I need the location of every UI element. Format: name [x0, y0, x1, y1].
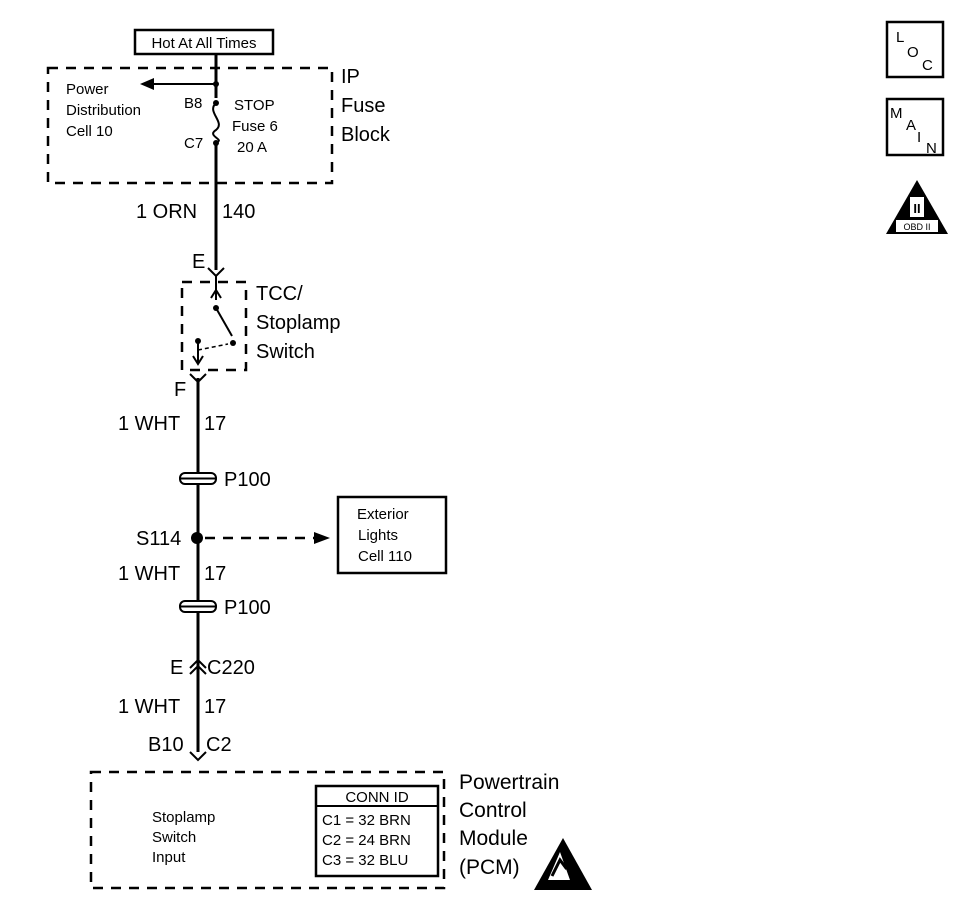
svg-text:L: L — [896, 29, 904, 46]
exterior-lights-label: Cell 110 — [358, 548, 412, 565]
c220-pin-label: E — [170, 657, 183, 679]
arrow-right-icon — [314, 532, 330, 544]
fuse-block-name: Fuse — [341, 95, 385, 117]
conn-id-row: C3 = 32 BLU — [322, 852, 408, 869]
svg-text:A: A — [906, 117, 916, 134]
wire-circuit-label: 17 — [204, 696, 226, 718]
wire-circuit-label: 17 — [204, 413, 226, 435]
wire-gauge-label: 1 WHT — [118, 563, 180, 585]
esd-warning-icon — [534, 838, 592, 890]
svg-text:N: N — [926, 140, 937, 157]
conn-id-title: CONN ID — [345, 789, 409, 806]
connector-male-icon — [189, 751, 207, 762]
pcm-name: (PCM) — [459, 856, 520, 879]
inline-connector-p100-bottom: P100 — [179, 597, 271, 619]
svg-text:II: II — [913, 201, 920, 216]
pcm-input-label: Input — [152, 849, 186, 866]
power-dist-label: Power — [66, 81, 109, 98]
conn-id-row: C1 = 32 BRN — [322, 812, 411, 829]
pin-b8-label: B8 — [184, 95, 202, 112]
p100-label: P100 — [224, 469, 271, 491]
switch-linkage — [197, 343, 229, 351]
wire-circuit-label: 140 — [222, 201, 255, 223]
pcm-name: Module — [459, 827, 528, 850]
tcc-stoplamp-switch: E F TCC/ Stoplamp Switch — [174, 251, 341, 401]
switch-name: Switch — [256, 341, 315, 363]
svg-text:M: M — [890, 105, 903, 122]
splice-dot-icon — [191, 532, 203, 544]
power-dist-label: Cell 10 — [66, 123, 113, 140]
switch-outline — [180, 280, 248, 372]
fuse-label: STOP — [234, 97, 275, 114]
pcm-name: Control — [459, 799, 527, 822]
hot-at-all-times-label: Hot At All Times — [133, 28, 275, 56]
main-icon: M A I N — [885, 97, 945, 157]
switch-pin-f-label: F — [174, 379, 186, 401]
conn-id-row: C2 = 24 BRN — [322, 832, 411, 849]
fuse-icon — [212, 102, 220, 143]
splice-s114: S114 — [136, 528, 330, 550]
pin-c7-label: C7 — [184, 135, 203, 152]
p100-label: P100 — [224, 597, 271, 619]
wire-gauge-label: 1 WHT — [118, 413, 180, 435]
obd-ii-icon: II OBD II — [886, 180, 948, 234]
arrow-up-icon — [210, 288, 222, 299]
pcm-pin-b10-c2: B10 C2 — [148, 734, 232, 762]
ip-fuse-block: Power Distribution Cell 10 B8 C7 STOP Fu… — [46, 66, 391, 185]
c220-name-label: C220 — [207, 657, 255, 679]
hot-label-text: Hot At All Times — [151, 35, 256, 52]
fuse-block-name: Block — [341, 124, 391, 146]
switch-name: Stoplamp — [256, 312, 341, 334]
inline-connector-p100-top: P100 — [179, 469, 271, 491]
wire-gauge-label: 1 ORN — [136, 201, 197, 223]
switch-name: TCC/ — [256, 283, 303, 305]
connector-female-icon — [189, 664, 207, 675]
splice-label: S114 — [136, 528, 181, 550]
fuse-label: Fuse 6 — [232, 118, 278, 135]
pcm-name: Powertrain — [459, 771, 559, 794]
fuse-block-name: IP — [341, 66, 360, 88]
powertrain-control-module: Stoplamp Switch Input CONN ID C1 = 32 BR… — [89, 770, 592, 890]
arrow-left-icon — [140, 78, 154, 90]
svg-text:OBD II: OBD II — [903, 222, 930, 232]
fuse-rating-label: 20 A — [237, 139, 267, 156]
conn-id-table: CONN ID C1 = 32 BRN C2 = 24 BRN C3 = 32 … — [314, 784, 440, 878]
wire-circuit-label: 17 — [204, 563, 226, 585]
exterior-lights-label: Exterior — [357, 506, 409, 523]
svg-text:I: I — [917, 129, 921, 146]
pcm-input-label: Switch — [152, 829, 196, 846]
switch-blade-icon — [215, 307, 233, 337]
switch-pin-e-label: E — [192, 251, 205, 273]
exterior-lights-label: Lights — [358, 527, 398, 544]
connector-c220: E C220 — [170, 657, 255, 679]
pcm-input-label: Stoplamp — [152, 809, 215, 826]
exterior-lights-cell: Exterior Lights Cell 110 — [336, 495, 448, 575]
connector-female-icon — [189, 658, 207, 669]
arrow-down-icon — [192, 355, 204, 366]
wire-gauge-label: 1 WHT — [118, 696, 180, 718]
fuse-block-outline — [46, 66, 334, 185]
power-dist-label: Distribution — [66, 102, 141, 119]
loc-icon: L O C — [885, 20, 945, 79]
pcm-pin-label: B10 — [148, 734, 184, 756]
svg-text:O: O — [907, 44, 919, 61]
pcm-connector-label: C2 — [206, 734, 232, 756]
svg-text:C: C — [922, 57, 933, 74]
